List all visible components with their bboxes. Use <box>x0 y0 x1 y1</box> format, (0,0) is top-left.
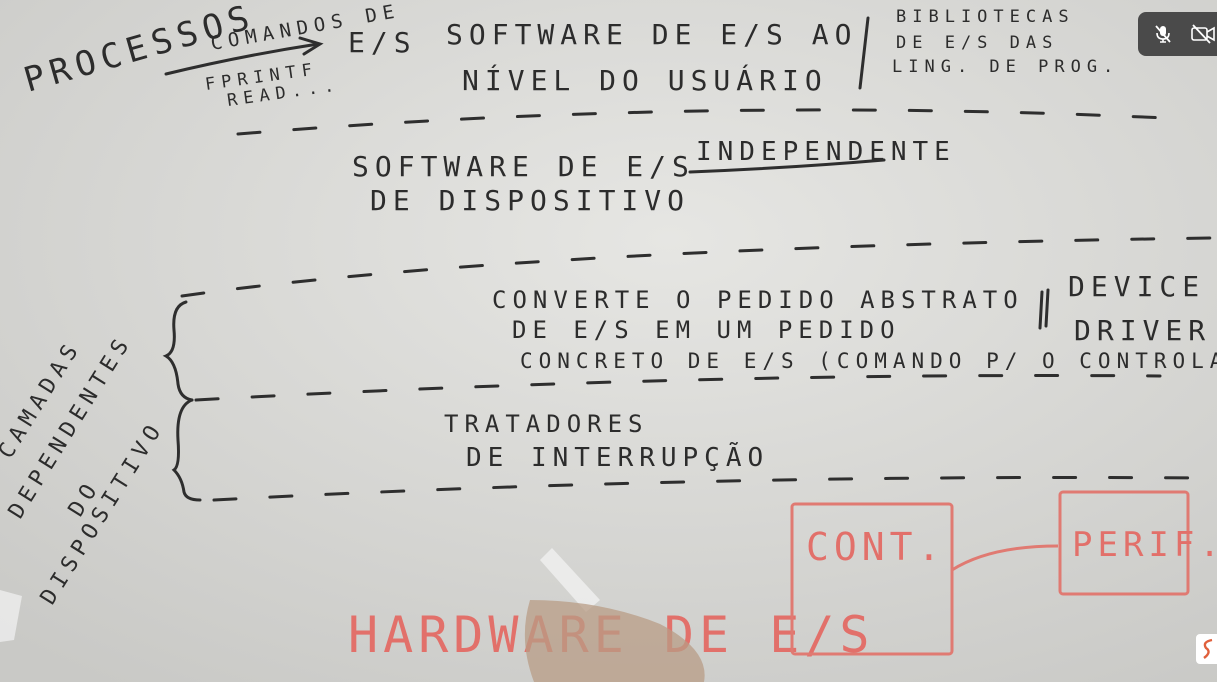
edge-object <box>0 590 22 642</box>
bracket-lower <box>171 398 202 502</box>
separator-4 <box>212 475 1202 502</box>
cont-label: CONT. <box>806 525 945 569</box>
converte-line2: DE E/S EM UM PEDIDO <box>512 316 901 344</box>
user-level-line2: NÍVEL DO USUÁRIO <box>462 63 828 97</box>
controller-box <box>790 502 954 656</box>
converte-line1: CONVERTE O PEDIDO ABSTRATO <box>492 286 1024 314</box>
device-label: DEVICE <box>1068 270 1205 303</box>
tratadores-line2: DE INTERRUPÇÃO <box>466 441 769 473</box>
presenter-hand <box>524 600 705 682</box>
connection-line <box>951 544 1059 572</box>
mic-muted-icon <box>1155 25 1171 43</box>
camera-toggle-button[interactable] <box>1188 19 1217 49</box>
es-label: E/S <box>348 26 417 59</box>
converte-line3: CONCRETO DE E/S (COMANDO P/ O CONTROLADO… <box>520 349 1217 373</box>
tratadores-line1: TRATADORES <box>444 410 649 438</box>
indep-line2: DE DISPOSITIVO <box>370 184 690 217</box>
perif-label: PERIF. <box>1072 525 1217 565</box>
indep-line1: SOFTWARE DE E/S <box>352 150 695 183</box>
user-level-line1: SOFTWARE DE E/S AO <box>446 18 857 51</box>
video-controls <box>1138 12 1217 56</box>
driver-divider <box>1038 288 1050 330</box>
separator-1 <box>236 108 1167 136</box>
arrow-head-icon <box>298 36 324 56</box>
divider-mark <box>858 16 870 90</box>
peripheral-box <box>1058 490 1190 596</box>
camera-off-icon <box>1191 24 1215 44</box>
bracket-upper <box>162 300 194 402</box>
indep-word: INDEPENDENTE <box>696 137 956 167</box>
marker-pen <box>540 548 600 612</box>
biblio-line2: DE E/S DAS <box>896 33 1058 53</box>
biblio-line3: LING. DE PROG. <box>892 57 1119 77</box>
arrow-line <box>164 42 320 76</box>
logo-icon <box>1203 638 1213 659</box>
corner-logo <box>1196 634 1217 664</box>
driver-label: DRIVER <box>1074 314 1211 347</box>
biblio-line1: BIBLIOTECAS <box>896 7 1075 27</box>
mic-toggle-button[interactable] <box>1148 19 1178 49</box>
indep-underline <box>688 158 886 174</box>
